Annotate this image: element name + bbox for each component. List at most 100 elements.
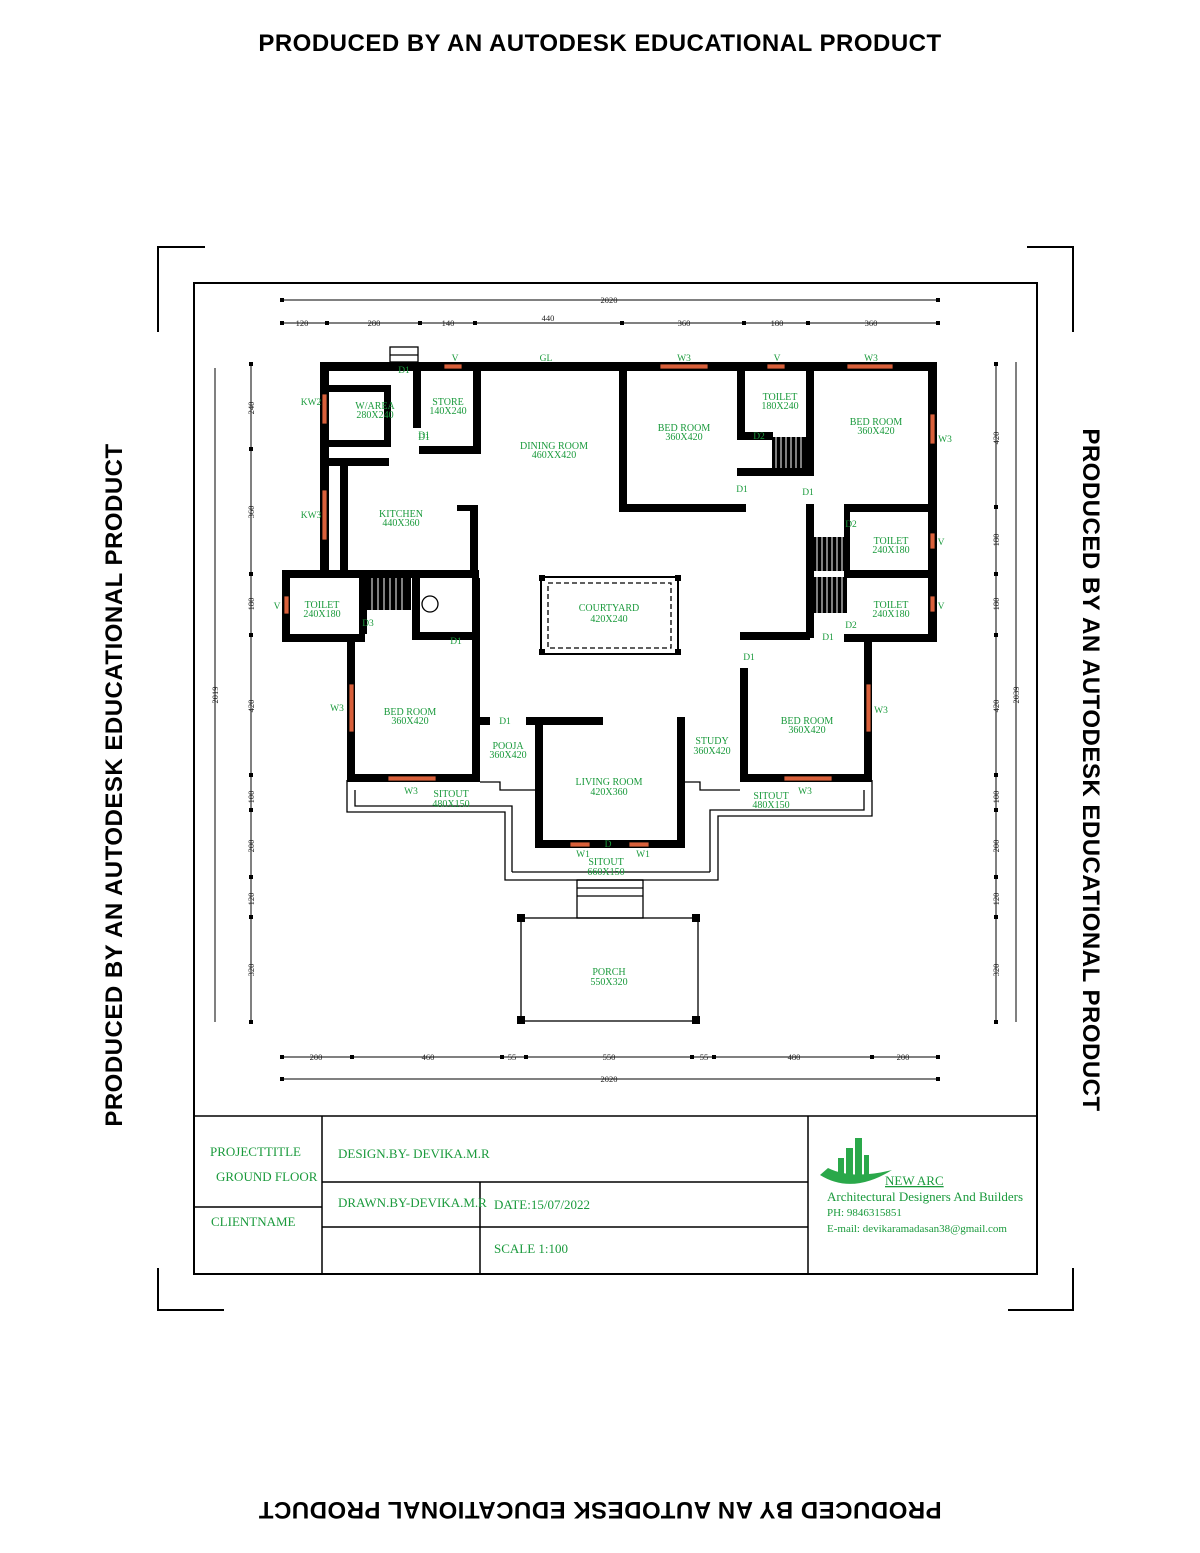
- room-size: 240X180: [872, 609, 909, 620]
- plan-label: W1: [636, 850, 650, 860]
- outline-lines: [346, 346, 873, 1022]
- plan-label: D1: [450, 637, 462, 647]
- plan-label: 100: [246, 791, 256, 804]
- room-name: PORCH: [592, 967, 625, 978]
- room-name: COURTYARD: [579, 603, 640, 614]
- plan-label: 55: [508, 1052, 517, 1062]
- room-name: TOILET: [763, 392, 798, 403]
- room-size: 480X150: [432, 799, 469, 810]
- room-size: 480X150: [752, 800, 789, 811]
- plan-label: W3: [874, 706, 888, 716]
- plan-label: D1: [802, 488, 814, 498]
- plan-label: 2019: [210, 687, 220, 704]
- room-size: 280X240: [356, 410, 393, 421]
- room-name: SITOUT: [433, 789, 468, 800]
- plan-label: W3: [677, 354, 691, 364]
- company-tagline: Architectural Designers And Builders: [827, 1189, 1023, 1204]
- room-size: 360X420: [489, 750, 526, 761]
- drawn-by: DRAWN.BY-DEVIKA.M.R: [338, 1195, 487, 1210]
- plan-label: 2020: [601, 295, 618, 305]
- plan-label: 440: [542, 313, 555, 323]
- room-name: SITOUT: [588, 857, 623, 868]
- plan-label: 2039: [1011, 687, 1021, 704]
- plan-label: D1: [736, 485, 748, 495]
- plan-label: W1: [576, 850, 590, 860]
- plan-label: 120: [246, 893, 256, 906]
- company-logo: [820, 1138, 892, 1184]
- plan-label: D1: [499, 717, 511, 727]
- plan-label: 180: [991, 598, 1001, 611]
- plan-label: D1: [822, 633, 834, 643]
- room-size: 360X420: [693, 746, 730, 757]
- room-name: BED ROOM: [850, 417, 903, 428]
- room-name: SITOUT: [753, 791, 788, 802]
- plan-label: GL: [540, 354, 553, 364]
- plan-label: KW3: [301, 511, 322, 521]
- windows: [283, 363, 936, 848]
- plan-label: 140: [442, 318, 455, 328]
- plan-label: 180: [246, 598, 256, 611]
- plan-label: 120: [296, 318, 309, 328]
- plan-label: 360: [246, 506, 256, 519]
- room-name: W/AREA: [355, 401, 395, 412]
- plan-label: W3: [330, 704, 344, 714]
- plan-label: 120: [991, 893, 1001, 906]
- client-name-label: CLIENTNAME: [211, 1214, 296, 1229]
- company-phone: PH: 9846315851: [827, 1207, 902, 1219]
- plan-label: D1: [418, 431, 430, 441]
- room-size: 550X320: [590, 977, 627, 988]
- plan-label: 420: [991, 432, 1001, 445]
- plan-label: V: [452, 354, 459, 364]
- company-email: E-mail: devikaramadasan38@gmail.com: [827, 1223, 1007, 1235]
- room-size: 360X420: [788, 725, 825, 736]
- plan-label: W3: [798, 787, 812, 797]
- title-block-frame: [194, 1115, 1037, 1274]
- dimension-ticks: [249, 298, 998, 1081]
- room-size: 240X180: [872, 545, 909, 556]
- drawing-date: DATE:15/07/2022: [494, 1197, 590, 1212]
- room-name: KITCHEN: [379, 509, 423, 520]
- opening-tags: D1 V GL W3 V W3 D1 D1 D2 D1 D1 W3 KW2 KW…: [274, 354, 953, 860]
- plan-label: 360: [865, 318, 878, 328]
- room-labels: W/AREA 280X240 STORE 140X240 DINING ROOM…: [303, 392, 909, 988]
- room-name: LIVING ROOM: [576, 777, 643, 788]
- dimension-labels: 2020 120 280 140 440 360 180 360 200 460…: [210, 295, 1021, 1084]
- porch-posts: [517, 575, 700, 1024]
- room-size: 460XX420: [532, 450, 576, 461]
- plan-label: 360: [678, 318, 691, 328]
- plan-label: 480: [788, 1052, 801, 1062]
- plan-label: 240: [246, 402, 256, 415]
- plan-label: 200: [246, 840, 256, 853]
- plan-label: 2020: [601, 1074, 618, 1084]
- plan-label: KW2: [301, 398, 322, 408]
- room-size: 360X420: [391, 716, 428, 727]
- room-size: 360X420: [857, 426, 894, 437]
- room-name: POOJA: [492, 741, 524, 752]
- plan-label: 200: [310, 1052, 323, 1062]
- room-size: 360X420: [665, 432, 702, 443]
- room-name: STORE: [432, 397, 464, 408]
- room-size: 180X240: [761, 401, 798, 412]
- plan-label: V: [774, 354, 781, 364]
- plan-label: W3: [404, 787, 418, 797]
- plan-label: 200: [897, 1052, 910, 1062]
- plan-label: V: [938, 602, 945, 612]
- watermark-top: PRODUCED BY AN AUTODESK EDUCATIONAL PROD…: [258, 30, 942, 57]
- drawing-scale: SCALE 1:100: [494, 1241, 568, 1256]
- project-title-label: PROJECTTITLE: [210, 1144, 301, 1159]
- room-name: BED ROOM: [384, 707, 437, 718]
- room-name: BED ROOM: [781, 716, 834, 727]
- plan-label: 550: [603, 1052, 616, 1062]
- sheet-border: [193, 282, 1038, 1275]
- plan-label: 180: [771, 318, 784, 328]
- plan-label: 200: [991, 840, 1001, 853]
- plan-label: 100: [991, 791, 1001, 804]
- room-name: TOILET: [874, 536, 909, 547]
- plan-label: D2: [845, 520, 857, 530]
- plan-label: V: [938, 538, 945, 548]
- plan-label: W3: [938, 435, 952, 445]
- title-block-text: PROJECTTITLE GROUND FLOOR CLIENTNAME DES…: [210, 1144, 590, 1256]
- plan-label: 55: [700, 1052, 709, 1062]
- plan-label: V: [274, 602, 281, 612]
